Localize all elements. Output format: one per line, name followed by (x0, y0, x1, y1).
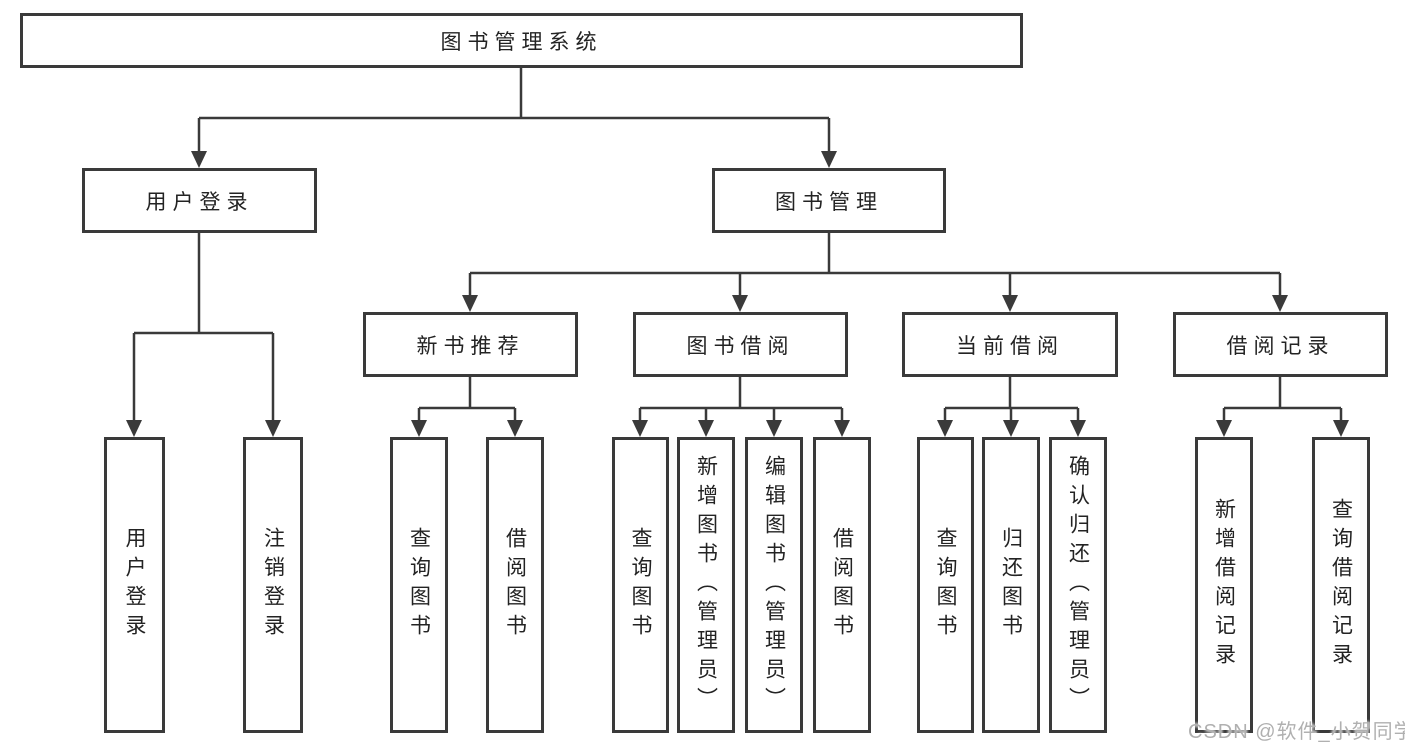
node-borrowing-records: 借阅记录 (1173, 312, 1388, 377)
arrowhead-icon (1333, 420, 1349, 437)
node-user-login: 用户登录 (82, 168, 317, 233)
edge-book-borrowing-to-leaves (632, 377, 850, 437)
edge-line (468, 233, 1282, 306)
leaf-borrow-query-book: 查询图书 (612, 437, 669, 733)
edge-book-management-to-level3 (462, 233, 1288, 312)
leaf-logout: 注销登录 (243, 437, 303, 733)
arrowhead-icon (1003, 420, 1019, 437)
edge-borrowing-records-to-leaves (1216, 377, 1349, 437)
leaf-borrow-add-book-admin: 新增图书（管理员） (677, 437, 735, 733)
node-new-book-recommend: 新书推荐 (363, 312, 578, 377)
leaf-records-add-record: 新增借阅记录 (1195, 437, 1253, 733)
node-book-borrowing: 图书借阅 (633, 312, 848, 377)
arrowhead-icon (937, 420, 953, 437)
arrowhead-icon (1216, 420, 1232, 437)
edge-root-to-level2 (191, 68, 837, 168)
arrowhead-icon (698, 420, 714, 437)
arrowhead-icon (834, 420, 850, 437)
leaf-user-login: 用户登录 (104, 437, 165, 733)
arrowhead-icon (126, 420, 142, 437)
leaf-records-query-record: 查询借阅记录 (1312, 437, 1370, 733)
arrowhead-icon (1002, 295, 1018, 312)
leaf-borrow-edit-book-admin: 编辑图书（管理员） (745, 437, 803, 733)
leaf-current-return-book: 归还图书 (982, 437, 1040, 733)
node-book-management: 图书管理 (712, 168, 946, 233)
leaf-current-confirm-return-admin: 确认归还（管理员） (1049, 437, 1107, 733)
node-library-management-system: 图书管理系统 (20, 13, 1023, 68)
arrowhead-icon (191, 151, 207, 168)
watermark: CSDN @软件_小贺同学 (1188, 721, 1405, 743)
arrowhead-icon (411, 420, 427, 437)
edge-line (943, 377, 1080, 430)
arrowhead-icon (507, 420, 523, 437)
arrowhead-icon (1070, 420, 1086, 437)
edge-line (417, 377, 517, 430)
edge-line (197, 68, 831, 162)
leaf-borrow-borrow-book: 借阅图书 (813, 437, 871, 733)
edge-user-login-to-leaves (126, 233, 281, 437)
edge-line (638, 377, 844, 430)
arrowhead-icon (1272, 295, 1288, 312)
arrowhead-icon (821, 151, 837, 168)
edge-new-book-recommend-to-leaves (411, 377, 523, 437)
edge-current-borrowing-to-leaves (937, 377, 1086, 437)
arrowhead-icon (766, 420, 782, 437)
leaf-newrec-borrow-book: 借阅图书 (486, 437, 544, 733)
arrowhead-icon (732, 295, 748, 312)
node-current-borrowing: 当前借阅 (902, 312, 1118, 377)
arrowhead-icon (632, 420, 648, 437)
arrowhead-icon (265, 420, 281, 437)
edge-line (1222, 377, 1343, 430)
arrowhead-icon (462, 295, 478, 312)
edge-line (132, 233, 275, 430)
leaf-newrec-query-book: 查询图书 (390, 437, 448, 733)
leaf-current-query-book: 查询图书 (917, 437, 974, 733)
